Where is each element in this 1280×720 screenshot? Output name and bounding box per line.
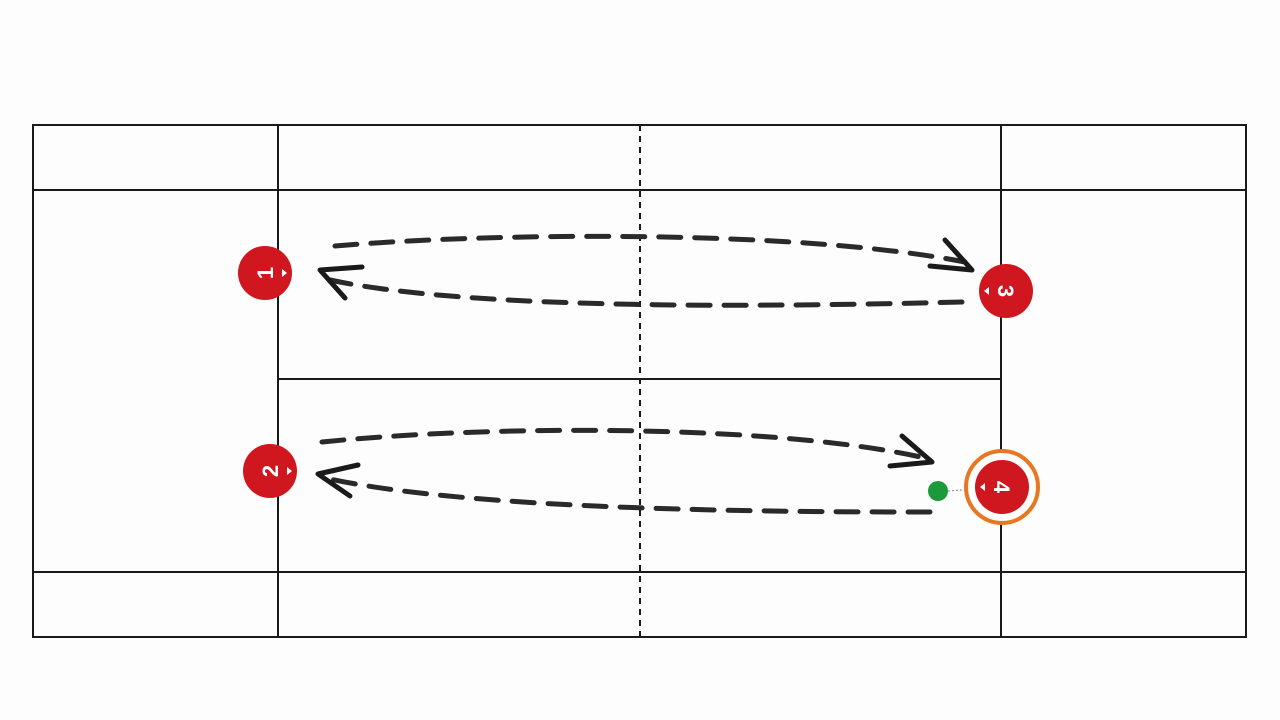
arrow-head-icon: [927, 237, 975, 273]
player-1[interactable]: 1: [238, 246, 292, 300]
direction-icon: [984, 287, 989, 295]
player-label: 2: [258, 465, 283, 477]
direction-icon: [287, 467, 292, 475]
player-label: 4: [989, 481, 1014, 494]
ball-icon[interactable]: [928, 481, 948, 501]
player-4[interactable]: 4: [964, 449, 1040, 525]
player-label: 3: [993, 285, 1018, 297]
player-3[interactable]: 3: [979, 264, 1033, 318]
ball-connector: [947, 488, 976, 492]
path-4-to-2: [322, 475, 933, 515]
player-label: 1: [253, 267, 278, 279]
arrow-head-icon: [315, 462, 361, 499]
path-3-to-1: [327, 277, 965, 308]
direction-icon: [980, 483, 985, 491]
movement-paths: [315, 233, 975, 515]
player-2[interactable]: 2: [243, 444, 297, 498]
arrow-head-icon: [887, 433, 935, 469]
ball: [928, 481, 976, 501]
court: [32, 124, 1247, 638]
arrow-head-icon: [317, 264, 365, 301]
path-1-to-3: [332, 233, 968, 265]
direction-icon: [282, 269, 287, 277]
path-2-to-4: [319, 427, 928, 461]
